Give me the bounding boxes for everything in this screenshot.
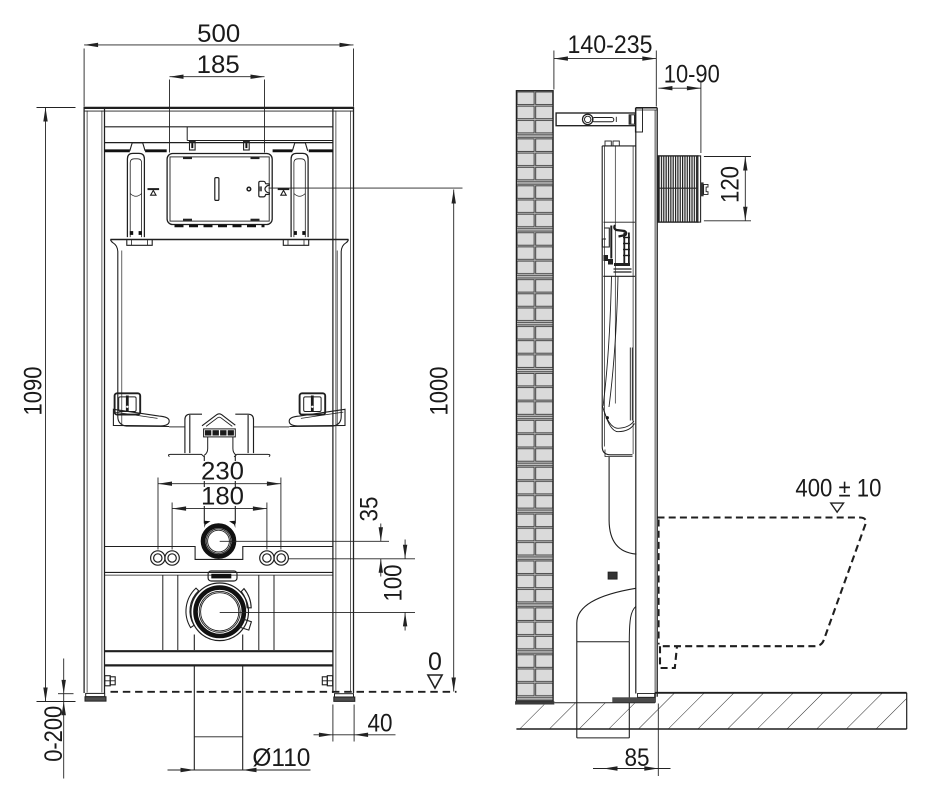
svg-text:230: 230	[201, 458, 244, 486]
svg-text:85: 85	[625, 744, 650, 772]
svg-text:10-90: 10-90	[664, 61, 720, 89]
svg-text:120: 120	[717, 166, 745, 203]
svg-text:400 ± 10: 400 ± 10	[795, 475, 881, 503]
svg-text:100: 100	[380, 565, 408, 602]
svg-text:140-235: 140-235	[568, 31, 653, 59]
svg-text:0-200: 0-200	[40, 706, 68, 762]
svg-text:Ø110: Ø110	[252, 744, 310, 772]
svg-text:1000: 1000	[426, 367, 454, 416]
svg-text:0: 0	[428, 648, 442, 676]
svg-text:185: 185	[197, 51, 240, 79]
svg-text:35: 35	[356, 497, 384, 522]
svg-text:40: 40	[368, 710, 393, 738]
svg-text:1090: 1090	[20, 367, 48, 416]
svg-text:180: 180	[201, 483, 244, 511]
svg-text:500: 500	[197, 20, 240, 48]
